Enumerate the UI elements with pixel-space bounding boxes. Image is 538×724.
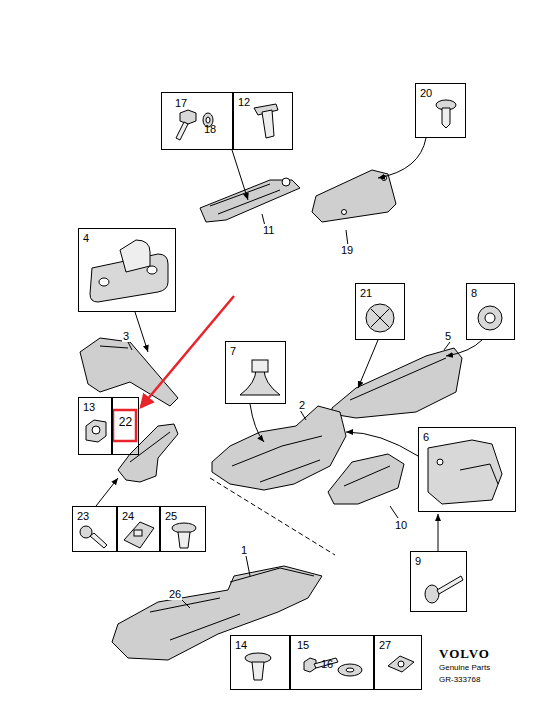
note-text: Genuine Parts [438, 663, 491, 672]
callout-number: 6 [423, 431, 429, 443]
callout-number: 23 [77, 510, 89, 522]
callout-number: 20 [420, 87, 432, 99]
callout-number: 9 [415, 555, 421, 567]
inset-box: 21 [355, 283, 405, 340]
callout-number: 19 [340, 244, 354, 256]
callout-number: 5 [444, 330, 452, 342]
callout-number: 7 [230, 345, 236, 357]
inset-box: 7 [225, 341, 286, 404]
inset-box: 14 [230, 635, 290, 690]
inset-box: 1516 [290, 635, 374, 690]
callout-number: 24 [122, 510, 134, 522]
callout-number: 22 [119, 416, 132, 428]
note-text: GR-333768 [438, 675, 481, 684]
callout-number: 17 [175, 97, 187, 109]
callout-number: 2 [298, 399, 306, 411]
callout-number: 10 [394, 519, 408, 531]
callout-number: 13 [83, 401, 95, 413]
inset-box: 23 [72, 506, 117, 552]
inset-box: 6 [418, 427, 516, 512]
callout-number: 16 [321, 658, 333, 670]
callout-number: 25 [165, 510, 177, 522]
inset-box: 4 [78, 228, 176, 312]
callout-number: 27 [379, 639, 391, 651]
callout-number: 11 [262, 224, 275, 236]
inset-box: 13 [78, 397, 112, 455]
callout-number: 8 [471, 287, 477, 299]
inset-box: 25 [160, 506, 206, 552]
callout-number: 3 [122, 330, 130, 342]
callout-number: 15 [297, 639, 309, 651]
inset-box: 24 [117, 506, 160, 552]
callout-number: 21 [360, 287, 372, 299]
brand-logo: VOLVO [438, 648, 491, 660]
inset-box: 8 [466, 283, 515, 340]
callout-number: 18 [204, 123, 216, 135]
callout-number: 14 [235, 639, 247, 651]
callout-number: 1 [240, 544, 248, 556]
inset-box: 1718 [161, 92, 233, 150]
inset-box: 22 [112, 397, 139, 455]
inset-box: 20 [415, 83, 466, 138]
inset-box: 9 [410, 551, 467, 612]
callout-number: 26 [168, 588, 182, 600]
inset-box: 27 [374, 635, 422, 690]
callout-number: 12 [238, 96, 250, 108]
inset-box: 12 [233, 92, 293, 150]
callout-number: 4 [83, 232, 89, 244]
